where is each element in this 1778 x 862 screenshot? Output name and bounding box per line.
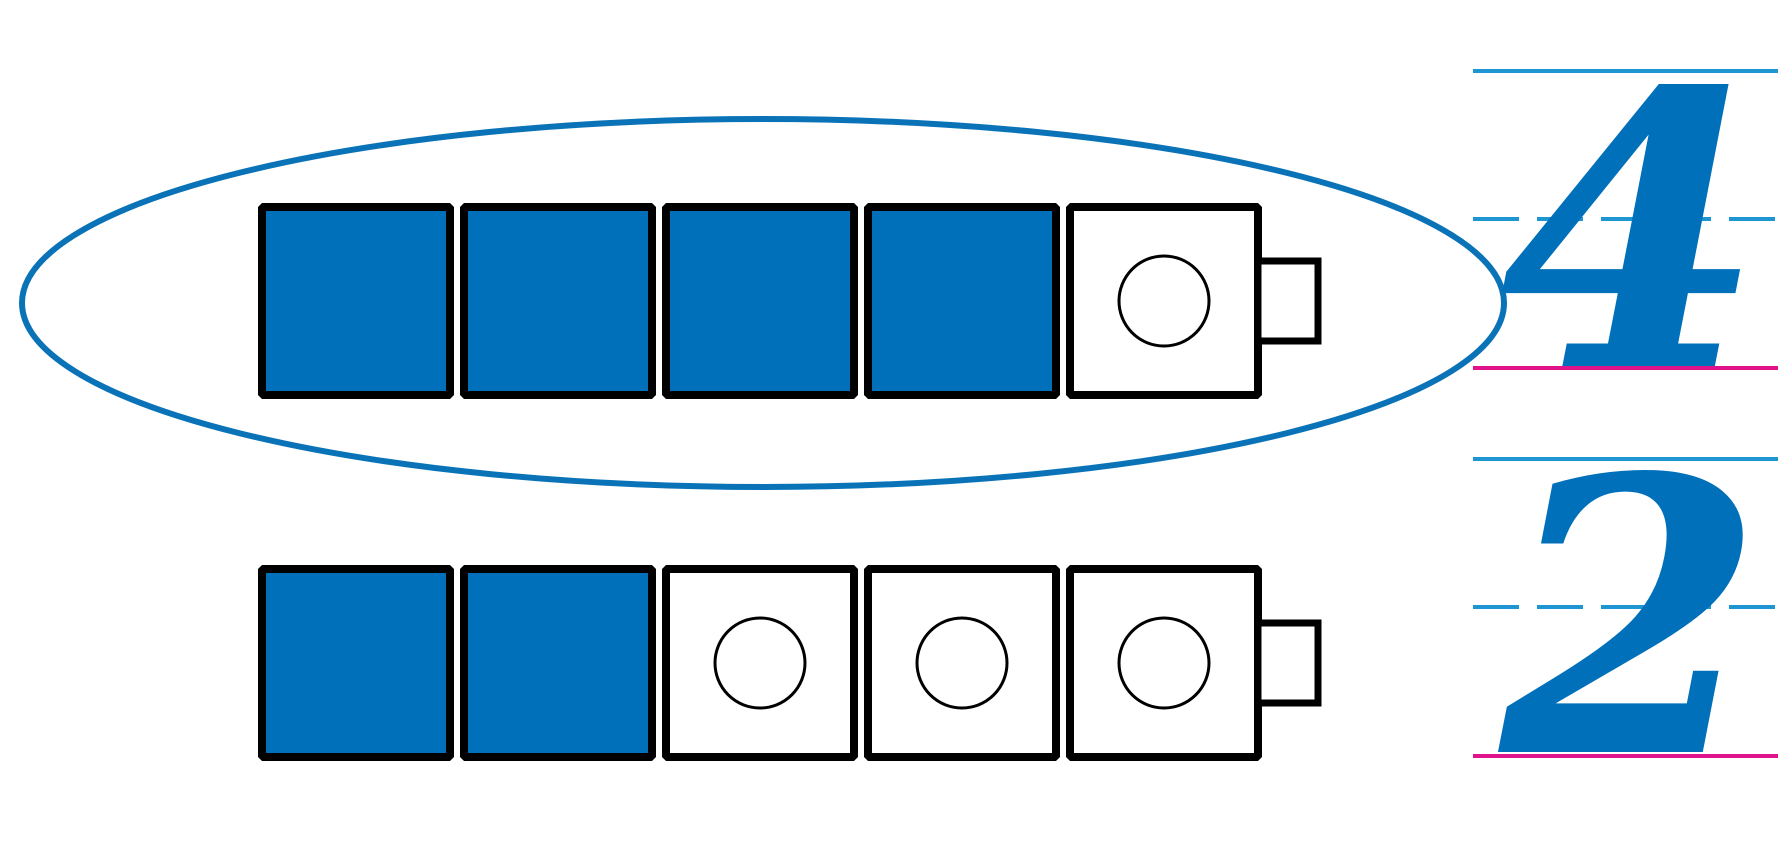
handwriting-guide-bottom — [1473, 457, 1778, 758]
cube-connector-nub — [1254, 619, 1322, 707]
numeral-four: 4 — [1500, 9, 1764, 456]
group-oval — [19, 116, 1507, 490]
cube-face — [662, 203, 858, 399]
cube-filled — [258, 203, 454, 399]
cube-empty — [662, 565, 858, 761]
cube-face — [258, 565, 454, 761]
cube-face — [1066, 565, 1262, 761]
cube-hole-circle — [1117, 616, 1211, 710]
cube-filled — [662, 203, 858, 399]
cube-face — [460, 203, 656, 399]
cube-face — [258, 203, 454, 399]
cube-filled — [460, 203, 656, 399]
cube-filled — [864, 203, 1060, 399]
numeral-two: 2 — [1494, 395, 1764, 842]
cube-face — [662, 565, 858, 761]
cube-connector-nub — [1254, 257, 1322, 345]
cube-train-2 — [258, 565, 1322, 761]
cube-filled — [258, 565, 454, 761]
cube-hole-circle — [915, 616, 1009, 710]
cube-face — [460, 565, 656, 761]
cube-face — [864, 203, 1060, 399]
handwriting-guide-top — [1473, 69, 1778, 370]
cube-face — [864, 565, 1060, 761]
cube-hole-circle — [713, 616, 807, 710]
cube-trains — [19, 116, 1507, 761]
cube-hole-circle — [1117, 254, 1211, 348]
cube-empty — [1066, 203, 1262, 399]
cube-empty — [864, 565, 1060, 761]
cube-train-1 — [19, 116, 1507, 490]
cube-filled — [460, 565, 656, 761]
cube-face — [1066, 203, 1262, 399]
cube-empty — [1066, 565, 1262, 761]
